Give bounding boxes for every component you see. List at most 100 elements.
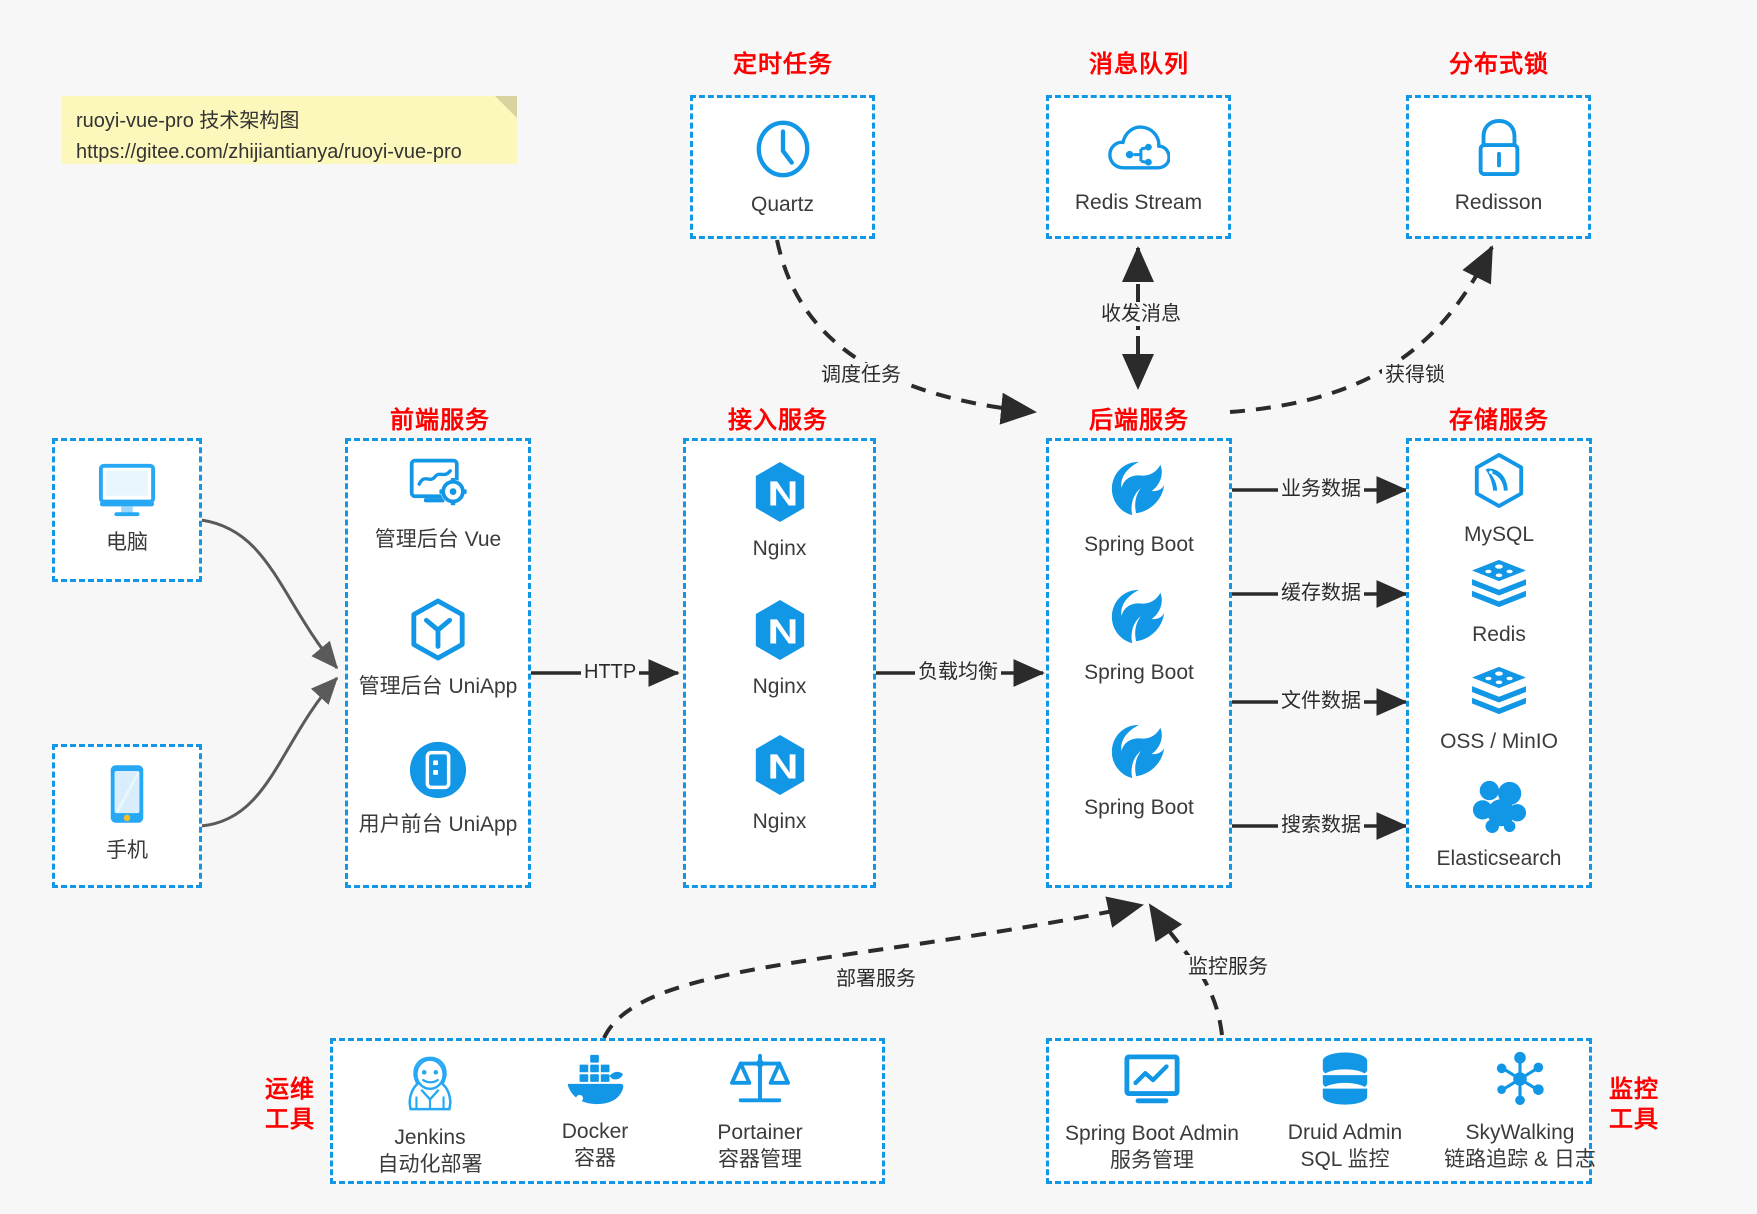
group-title-storage: 存储服务 <box>1449 407 1549 434</box>
node-sublabel: 链路追踪 & 日志 <box>1444 1148 1596 1171</box>
clock-icon <box>752 118 814 185</box>
diagram-note: ruoyi-vue-pro 技术架构图 https://gitee.com/zh… <box>62 96 517 164</box>
edge-label-deploy-service: 部署服务 <box>833 967 919 991</box>
node-skywalking[interactable]: SkyWalking 链路追踪 & 日志 <box>1420 1050 1620 1173</box>
node-spring-boot-admin[interactable]: Spring Boot Admin 服务管理 <box>1052 1053 1252 1174</box>
node-oss-minio[interactable]: OSS / MinIO <box>1411 665 1587 755</box>
edge-label-send-receive-message: 收发消息 <box>1098 302 1184 326</box>
node-druid-admin[interactable]: Druid Admin SQL 监控 <box>1250 1050 1440 1173</box>
edge-desktop-to-frontend <box>200 518 339 670</box>
node-nginx-1[interactable]: Nginx <box>688 460 871 562</box>
node-label: Nginx <box>752 537 807 560</box>
edge-label-acquire-lock: 获得锁 <box>1382 363 1448 387</box>
spring-leaf-icon <box>1108 586 1170 653</box>
node-user-uniapp[interactable]: 用户前台 UniApp <box>350 740 526 838</box>
group-title-monitor-line2: 工具 <box>1609 1106 1659 1133</box>
node-label: Spring Boot <box>1084 796 1194 819</box>
node-label: OSS / MinIO <box>1440 730 1558 753</box>
edge-label-load-balance: 负载均衡 <box>915 660 1001 684</box>
node-label: Spring Boot Admin <box>1065 1122 1239 1145</box>
mysql-icon <box>1471 452 1527 515</box>
node-nginx-2[interactable]: Nginx <box>688 598 871 700</box>
node-sublabel: 容器 <box>574 1147 616 1170</box>
group-title-gateway: 接入服务 <box>728 407 828 434</box>
edge-label-business-data: 业务数据 <box>1278 477 1364 501</box>
node-label: 用户前台 UniApp <box>358 813 518 836</box>
edge-label-search-data: 搜索数据 <box>1278 813 1364 837</box>
edge-quartz-to-backend <box>775 239 1037 425</box>
edge-mobile-to-frontend <box>200 676 339 828</box>
note-fold-corner <box>495 96 517 118</box>
monitor-chart-icon <box>1122 1053 1182 1114</box>
node-label: Spring Boot <box>1084 661 1194 684</box>
scales-icon <box>729 1050 791 1113</box>
group-box-scheduler <box>690 95 875 239</box>
group-title-devops: 运维 工具 <box>258 1075 322 1135</box>
group-title-frontend: 前端服务 <box>390 407 490 434</box>
node-label: 电脑 <box>106 531 148 554</box>
node-sublabel: 容器管理 <box>718 1148 802 1171</box>
group-title-mq: 消息队列 <box>1089 51 1189 78</box>
edge-label-cache-data: 缓存数据 <box>1278 581 1364 605</box>
docker-icon <box>563 1053 627 1112</box>
node-label: Nginx <box>752 675 807 698</box>
node-sublabel: 服务管理 <box>1110 1149 1194 1172</box>
lock-icon <box>1470 118 1528 183</box>
node-elasticsearch[interactable]: Elasticsearch <box>1411 778 1587 872</box>
node-spring-boot-2[interactable]: Spring Boot <box>1051 586 1227 686</box>
node-label: MySQL <box>1463 523 1534 546</box>
elasticsearch-icon <box>1470 778 1528 839</box>
node-jenkins[interactable]: Jenkins 自动化部署 <box>345 1053 515 1178</box>
hexagon-y-icon <box>408 598 468 667</box>
node-label: Redisson <box>1454 191 1543 214</box>
database-icon <box>1317 1050 1373 1113</box>
mobile-icon <box>105 762 149 831</box>
oss-stack-icon <box>1469 665 1529 722</box>
node-label: 管理后台 Vue <box>374 528 502 551</box>
dashboard-gear-icon <box>407 455 469 520</box>
node-label: Quartz <box>750 193 815 216</box>
node-label: Spring Boot <box>1084 533 1194 556</box>
edge-label-schedule-task: 调度任务 <box>818 363 904 387</box>
node-desktop[interactable]: 电脑 <box>57 460 197 556</box>
node-label: Elasticsearch <box>1436 847 1562 870</box>
nginx-icon <box>751 460 809 529</box>
node-nginx-3[interactable]: Nginx <box>688 733 871 835</box>
node-label: Portainer <box>717 1121 803 1144</box>
node-mobile[interactable]: 手机 <box>57 762 197 864</box>
note-url: https://gitee.com/zhijiantianya/ruoyi-vu… <box>76 141 462 163</box>
node-redisson[interactable]: Redisson <box>1416 118 1581 216</box>
node-label: Druid Admin <box>1287 1121 1403 1144</box>
group-title-scheduler: 定时任务 <box>733 51 833 78</box>
node-portainer[interactable]: Portainer 容器管理 <box>675 1050 845 1173</box>
node-spring-boot-1[interactable]: Spring Boot <box>1051 458 1227 558</box>
group-title-lock: 分布式锁 <box>1449 51 1549 78</box>
node-quartz[interactable]: Quartz <box>700 118 865 218</box>
edge-label-monitor-service: 监控服务 <box>1185 955 1271 979</box>
node-label: Docker <box>561 1120 629 1143</box>
group-box-monitor <box>1046 1038 1592 1184</box>
edge-label-file-data: 文件数据 <box>1278 689 1364 713</box>
node-label: SkyWalking <box>1465 1121 1575 1144</box>
nginx-icon <box>751 598 809 667</box>
node-redis-stream[interactable]: Redis Stream <box>1056 120 1221 216</box>
node-admin-vue[interactable]: 管理后台 Vue <box>350 455 526 553</box>
group-title-devops-line2: 工具 <box>265 1106 315 1133</box>
node-sublabel: SQL 监控 <box>1300 1148 1390 1171</box>
app-circle-icon <box>408 740 468 805</box>
node-label: Redis Stream <box>1074 191 1203 214</box>
group-title-backend: 后端服务 <box>1089 407 1189 434</box>
node-mysql[interactable]: MySQL <box>1411 452 1587 548</box>
cloud-stream-icon <box>1107 120 1171 183</box>
spring-leaf-icon <box>1108 721 1170 788</box>
jenkins-icon <box>400 1053 460 1118</box>
node-admin-uniapp[interactable]: 管理后台 UniApp <box>350 598 526 700</box>
group-title-monitor: 监控 工具 <box>1602 1075 1666 1135</box>
node-redis[interactable]: Redis <box>1411 558 1587 648</box>
node-spring-boot-3[interactable]: Spring Boot <box>1051 721 1227 821</box>
node-label: 手机 <box>106 839 148 862</box>
node-label: Redis <box>1472 623 1526 646</box>
edge-backend-to-lock <box>1229 245 1494 414</box>
node-docker[interactable]: Docker 容器 <box>510 1053 680 1172</box>
